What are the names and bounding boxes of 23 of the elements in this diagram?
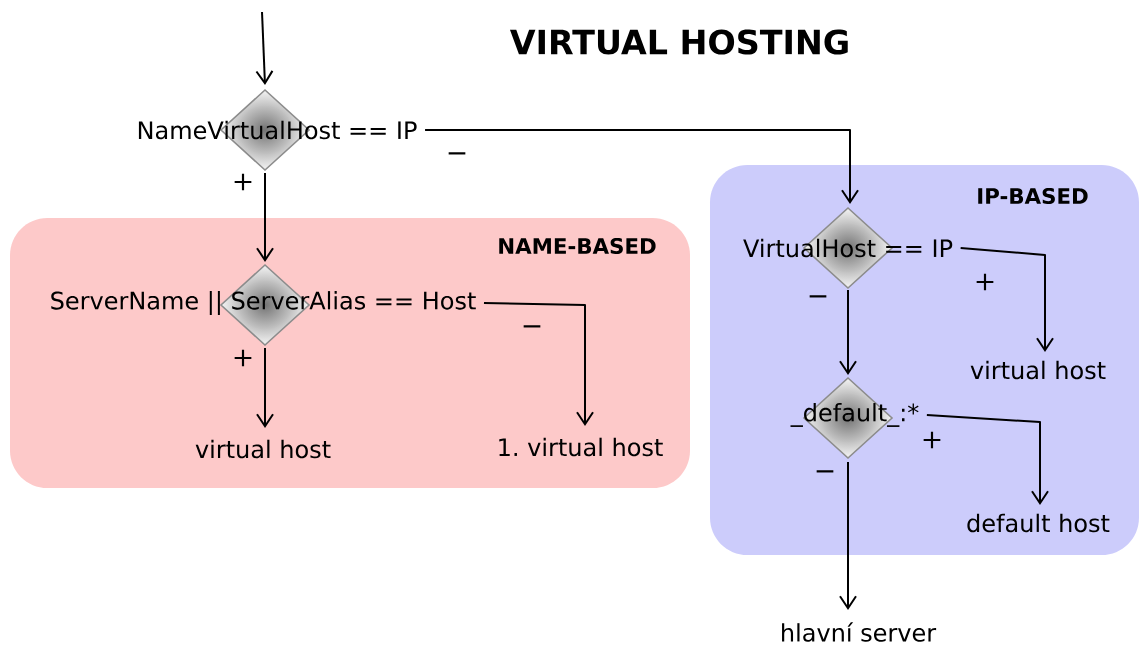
result-text: hlavní server [782,622,937,642]
result-text: virtual host [970,360,1106,380]
result-text: 1. virtual host [499,437,663,457]
arrow [256,172,274,262]
edge-label: + [234,349,252,367]
arrow [839,289,857,375]
title: VIRTUAL HOSTING [509,29,848,55]
edge-label: − [809,295,827,298]
arrow [424,129,859,204]
arrow [959,247,1054,352]
result-text: virtual host [195,439,331,459]
arrow [482,302,594,426]
edge-label: − [448,152,466,155]
arrow [256,347,274,428]
edge-label: + [923,431,941,449]
result-text: default host [967,513,1110,533]
edge-label: − [523,325,541,328]
arrow [255,11,274,85]
edge-label: + [976,273,994,291]
arrow [925,414,1049,505]
arrow [839,461,857,610]
edge-label: + [234,173,252,191]
edge-label: − [816,470,834,473]
